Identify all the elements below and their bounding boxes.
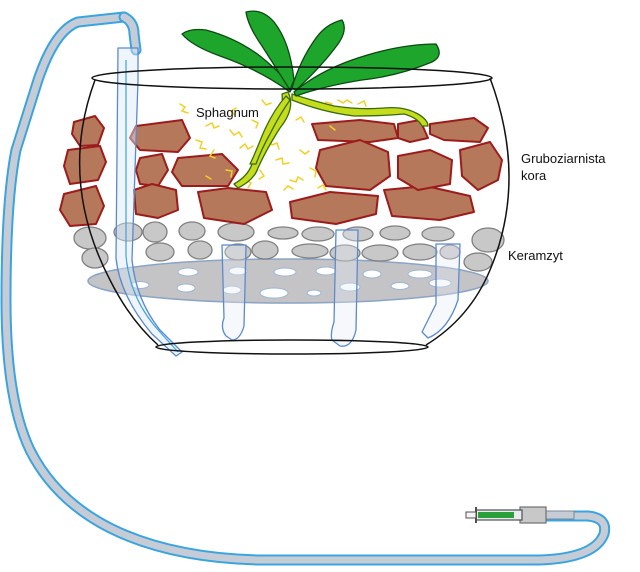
- water-supply-tube: [0, 11, 611, 566]
- reservoir-bubbles: [130, 266, 452, 299]
- coarse-bark-layer: [59, 115, 503, 227]
- water-reservoir: [87, 258, 489, 304]
- sphagnum-moss: [179, 99, 367, 191]
- expanded-clay-layer: [73, 221, 505, 272]
- coarse-bark-label-line1: Gruboziarnista: [521, 151, 606, 166]
- sphagnum-label: Sphagnum: [196, 105, 259, 120]
- plant-leaves: [181, 10, 440, 97]
- filling-tube: [115, 47, 183, 357]
- expanded-clay-label: Keramzyt: [508, 248, 563, 263]
- plant-roots: [233, 91, 429, 189]
- coarse-bark-label-line2: kora: [521, 168, 547, 183]
- coarse-bark-label: Gruboziarnista kora: [521, 150, 606, 184]
- syringe-icon: [465, 506, 575, 524]
- ventilation-tubes: [221, 229, 461, 347]
- glass-bowl: [78, 66, 510, 355]
